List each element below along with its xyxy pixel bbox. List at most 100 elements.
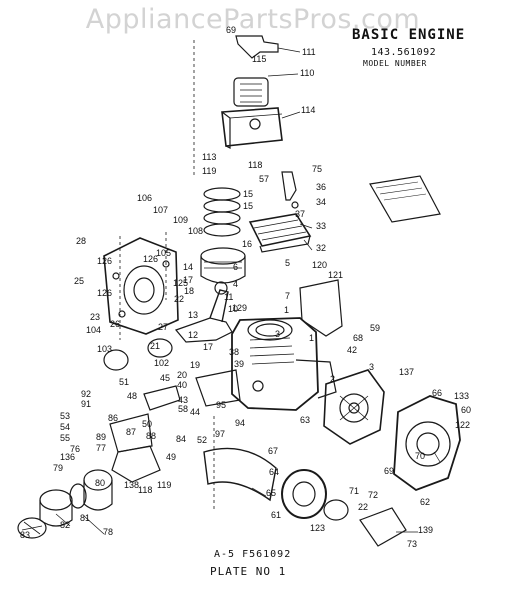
callout-118: 118 [248, 160, 262, 170]
callout-4: 4 [233, 279, 238, 289]
top-bracket [235, 35, 279, 59]
callout-23: 23 [90, 312, 100, 322]
callout-122: 122 [455, 420, 470, 430]
callout-64: 64 [269, 467, 279, 477]
callout-19: 19 [190, 360, 200, 370]
callout-53: 53 [60, 411, 70, 421]
model-number: 143.561092 [371, 47, 437, 58]
callout-83: 83 [20, 530, 30, 540]
callout-25: 25 [74, 276, 84, 286]
callout-58: 58 [178, 404, 188, 414]
callout-18: 18 [184, 286, 194, 296]
callout-52: 52 [197, 435, 207, 445]
callout-44: 44 [190, 407, 200, 417]
callout-20: 20 [177, 370, 187, 380]
callout-67: 67 [268, 446, 278, 456]
callout-21: 21 [150, 341, 160, 351]
callout-126: 126 [143, 254, 158, 264]
callout-1: 1 [284, 305, 289, 315]
callout-65: 65 [266, 488, 276, 498]
callout-97: 97 [215, 429, 225, 439]
callout-54: 54 [60, 422, 70, 432]
callout-119: 119 [157, 480, 171, 490]
callout-114: 114 [301, 105, 315, 115]
callout-36: 36 [316, 182, 326, 192]
callout-79: 79 [53, 463, 63, 473]
callout-32: 32 [316, 243, 326, 253]
callout-104: 104 [86, 325, 101, 335]
callout-69: 69 [226, 25, 236, 35]
callout-15: 15 [243, 201, 253, 211]
piston [200, 247, 246, 284]
plate-number: PLATE NO 1 [210, 565, 287, 578]
callout-5: 5 [285, 258, 290, 268]
callout-126: 126 [97, 288, 112, 298]
callout-60: 60 [461, 405, 471, 415]
callout-55: 55 [60, 433, 70, 443]
callout-40: 40 [177, 380, 187, 390]
callout-7: 7 [285, 291, 290, 301]
callout-2: 2 [330, 374, 335, 384]
callout-14: 14 [183, 262, 193, 272]
callout-16: 16 [242, 239, 252, 249]
callout-33: 33 [316, 221, 326, 231]
baffle-plate [299, 279, 343, 337]
callout-136: 136 [60, 452, 75, 462]
callout-107: 107 [153, 205, 168, 215]
callout-26: 26 [110, 319, 120, 329]
blower-housing [393, 395, 461, 492]
callout-51: 51 [119, 377, 129, 387]
callout-115: 115 [252, 54, 266, 64]
callout-111: 111 [302, 47, 316, 57]
callout-81: 81 [80, 513, 90, 523]
callout-71: 71 [349, 486, 359, 496]
diagram-title: BASIC ENGINE [352, 27, 466, 43]
callout-34: 34 [316, 197, 326, 207]
callout-87: 87 [126, 427, 136, 437]
callout-80: 80 [95, 478, 105, 488]
starter-assembly [203, 447, 407, 547]
callout-12: 12 [188, 330, 198, 340]
callout-120: 120 [312, 260, 327, 270]
callout-57: 57 [259, 174, 269, 184]
leader-lines [55, 47, 441, 535]
callout-43: 43 [178, 395, 188, 405]
crankcase-cover [103, 237, 179, 335]
callout-11: 11 [224, 292, 233, 302]
model-caption: MODEL NUMBER [363, 59, 427, 68]
callout-126: 126 [97, 256, 112, 266]
callout-125: 125 [173, 278, 188, 288]
callout-27: 27 [158, 322, 168, 332]
callout-3: 3 [369, 362, 374, 372]
assembly-guides [119, 40, 215, 510]
carburetor [111, 445, 161, 483]
callout-50: 50 [142, 419, 152, 429]
callout-119: 119 [202, 166, 216, 176]
callout-137: 137 [399, 367, 414, 377]
callout-94: 94 [235, 418, 245, 428]
callout-88: 88 [146, 431, 156, 441]
callout-3: 3 [275, 329, 280, 339]
callout-109: 109 [173, 215, 188, 225]
callout-102: 102 [154, 358, 169, 368]
callout-108: 108 [188, 226, 203, 236]
callout-63: 63 [300, 415, 310, 425]
plug-washer [291, 201, 299, 209]
callout-77: 77 [96, 443, 106, 453]
callout-86: 86 [108, 413, 118, 423]
callout-105: 105 [156, 248, 171, 258]
callout-110: 110 [300, 68, 314, 78]
callout-numbers: 6911111511011411311811957753634371515333… [20, 25, 471, 549]
watermark: AppliancePartsPros.com [85, 4, 421, 35]
callout-92: 92 [81, 389, 91, 399]
callout-133: 133 [454, 391, 469, 401]
callout-69: 69 [384, 466, 394, 476]
callout-82: 82 [60, 520, 70, 530]
callout-62: 62 [420, 497, 430, 507]
callout-76: 76 [70, 444, 80, 454]
callout-66: 66 [432, 388, 442, 398]
callout-42: 42 [347, 345, 357, 355]
callout-22: 22 [174, 294, 184, 304]
figure-code: A-5 F561092 [214, 549, 292, 560]
